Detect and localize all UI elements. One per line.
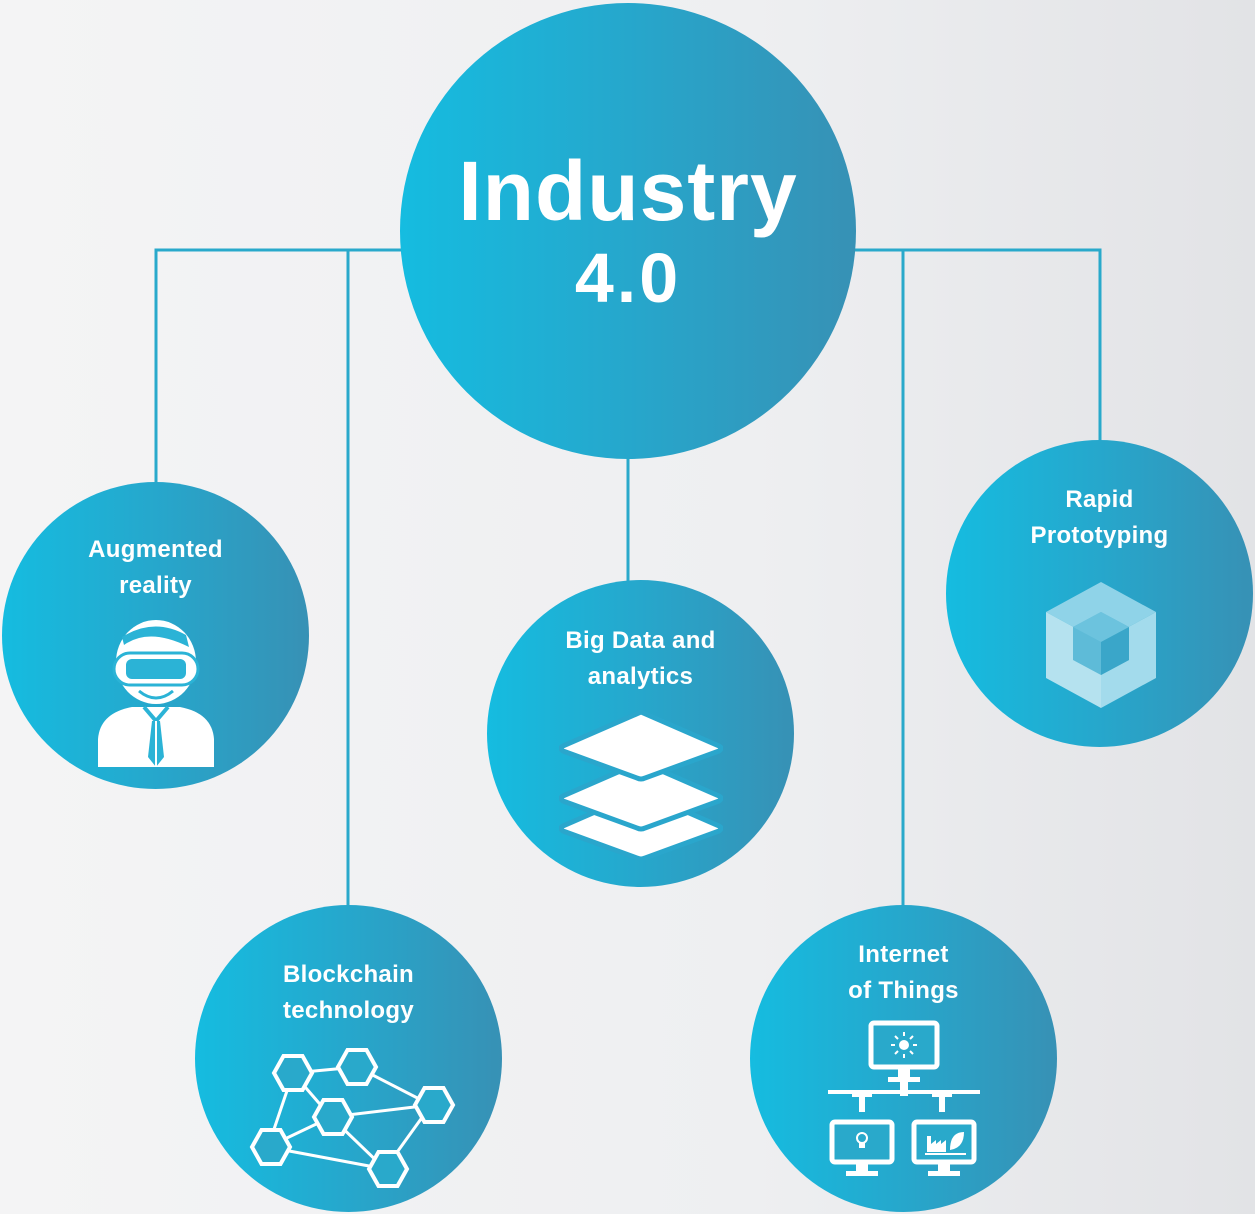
node-label-line2: of Things [848,977,959,1004]
industry-hub: Industry 4.0 [400,3,856,459]
cube-icon [1046,582,1156,708]
connector-rapid-prototyping [853,248,1102,442]
node-label-line1: Big Data and [565,627,716,654]
node-label-line2: reality [119,572,192,599]
node-label-line2: technology [282,997,414,1024]
node-label-line1: Internet [858,941,949,968]
connected-monitors-icon [828,1020,980,1176]
node-label-line1: Blockchain [282,961,415,988]
node-iot: Internet of Things [750,905,1057,1212]
stacked-layers-icon [559,710,723,860]
vr-headset-person-icon [98,620,214,767]
node-label-line1: Augmented [88,536,223,563]
node-rapid-prototyping: Rapid Prototyping [946,440,1253,747]
connector-augmented-reality [154,248,403,485]
hub-title: Industry [458,144,798,238]
hub-version: 4.0 [574,239,682,317]
node-label-line2: analytics [587,663,694,690]
node-label-line1: Rapid [1065,486,1134,513]
node-big-data: Big Data and analytics [487,580,794,887]
node-augmented-reality: Augmented reality [2,482,309,789]
node-blockchain: Blockchain technology [195,905,502,1212]
hexagon-network-icon [249,1048,456,1188]
node-label-line2: Prototyping [1030,522,1169,549]
